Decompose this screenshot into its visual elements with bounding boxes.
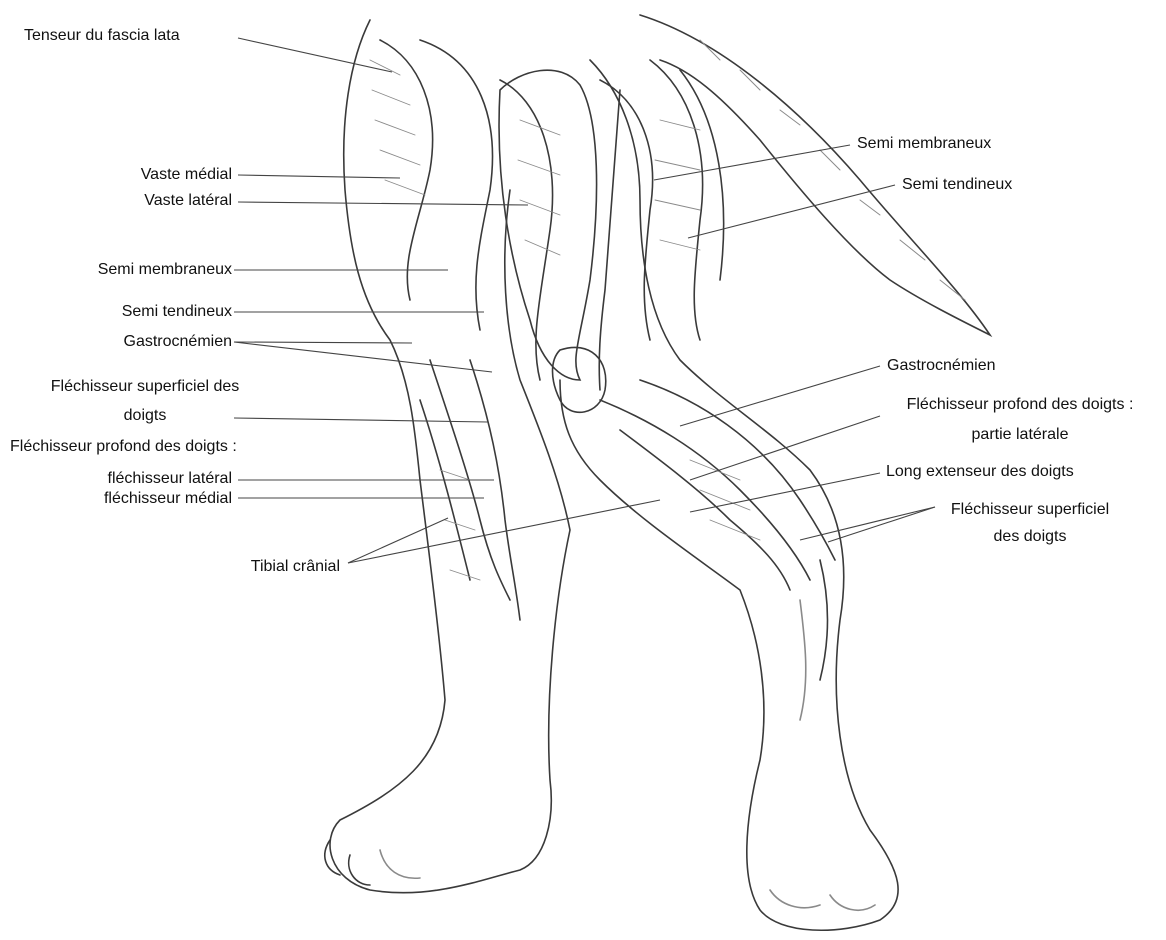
left-limb-outline bbox=[330, 20, 570, 893]
left-tendon bbox=[470, 360, 520, 620]
tail-fur bbox=[700, 40, 965, 300]
leader-semi-tendineux-right bbox=[688, 185, 895, 238]
leader-flechisseur-profond-right bbox=[690, 416, 880, 480]
label-flechisseur-medial: fléchisseur médial bbox=[20, 489, 232, 509]
label-flechisseur-superficiel-left-2: doigts bbox=[20, 406, 270, 426]
label-flechisseur-superficiel-right-2: des doigts bbox=[920, 527, 1140, 547]
leader-flechisseur-superficiel-right-a bbox=[800, 507, 935, 540]
right-tendon bbox=[820, 560, 828, 680]
right-lower-muscle bbox=[640, 380, 835, 560]
label-flechisseur-superficiel-left-1: Fléchisseur superficiel des bbox=[20, 377, 270, 397]
left-thigh-muscle bbox=[420, 40, 492, 330]
central-muscle bbox=[499, 70, 597, 380]
label-gastrocnemien-right: Gastrocnémien bbox=[887, 356, 996, 376]
left-thigh-muscle bbox=[380, 40, 433, 300]
label-flechisseur-superficiel-right-1: Fléchisseur superficiel bbox=[920, 500, 1140, 520]
leader-vaste-medial bbox=[238, 175, 400, 178]
label-semi-membraneux-left: Semi membraneux bbox=[20, 260, 232, 280]
leader-tenseur bbox=[238, 38, 392, 72]
left-tendon bbox=[420, 400, 470, 580]
leader-semi-membraneux-right bbox=[654, 145, 850, 180]
right-paw-claw bbox=[770, 890, 875, 910]
label-flechisseur-profond-right-1: Fléchisseur profond des doigts : bbox=[880, 395, 1160, 415]
right-limb-outline bbox=[560, 60, 898, 930]
leader-vaste-lateral bbox=[238, 202, 528, 205]
label-semi-tendineux-left: Semi tendineux bbox=[20, 302, 232, 322]
leader-gastrocnemien-right bbox=[680, 366, 880, 426]
right-lower-muscle bbox=[600, 400, 810, 580]
leader-gastrocnemien-left-b bbox=[234, 342, 492, 372]
label-gastrocnemien-left: Gastrocnémien bbox=[20, 332, 232, 352]
right-lower-muscle bbox=[620, 430, 790, 590]
label-flechisseur-lateral: fléchisseur latéral bbox=[20, 469, 232, 489]
leader-lines bbox=[234, 38, 935, 563]
label-vaste-lateral: Vaste latéral bbox=[60, 191, 232, 211]
label-long-extenseur: Long extenseur des doigts bbox=[886, 462, 1074, 482]
leader-flechisseur-superficiel-right-b bbox=[828, 507, 935, 542]
label-semi-tendineux-right: Semi tendineux bbox=[902, 175, 1012, 195]
label-tenseur: Tenseur du fascia lata bbox=[24, 26, 180, 46]
label-flechisseur-profond-left: Fléchisseur profond des doigts : bbox=[10, 437, 237, 457]
shading bbox=[370, 60, 760, 580]
right-thigh-muscle bbox=[650, 60, 703, 340]
leader-gastrocnemien-left-a bbox=[234, 342, 412, 343]
central-tendon bbox=[599, 90, 620, 390]
label-flechisseur-profond-right-2: partie latérale bbox=[880, 425, 1160, 445]
right-tendon bbox=[800, 600, 806, 720]
left-paw-claw bbox=[380, 850, 420, 878]
label-tibial-cranial: Tibial crânial bbox=[150, 557, 340, 577]
label-vaste-medial: Vaste médial bbox=[60, 165, 232, 185]
leader-tibial-a bbox=[348, 518, 448, 563]
label-semi-membraneux-right: Semi membraneux bbox=[857, 134, 991, 154]
